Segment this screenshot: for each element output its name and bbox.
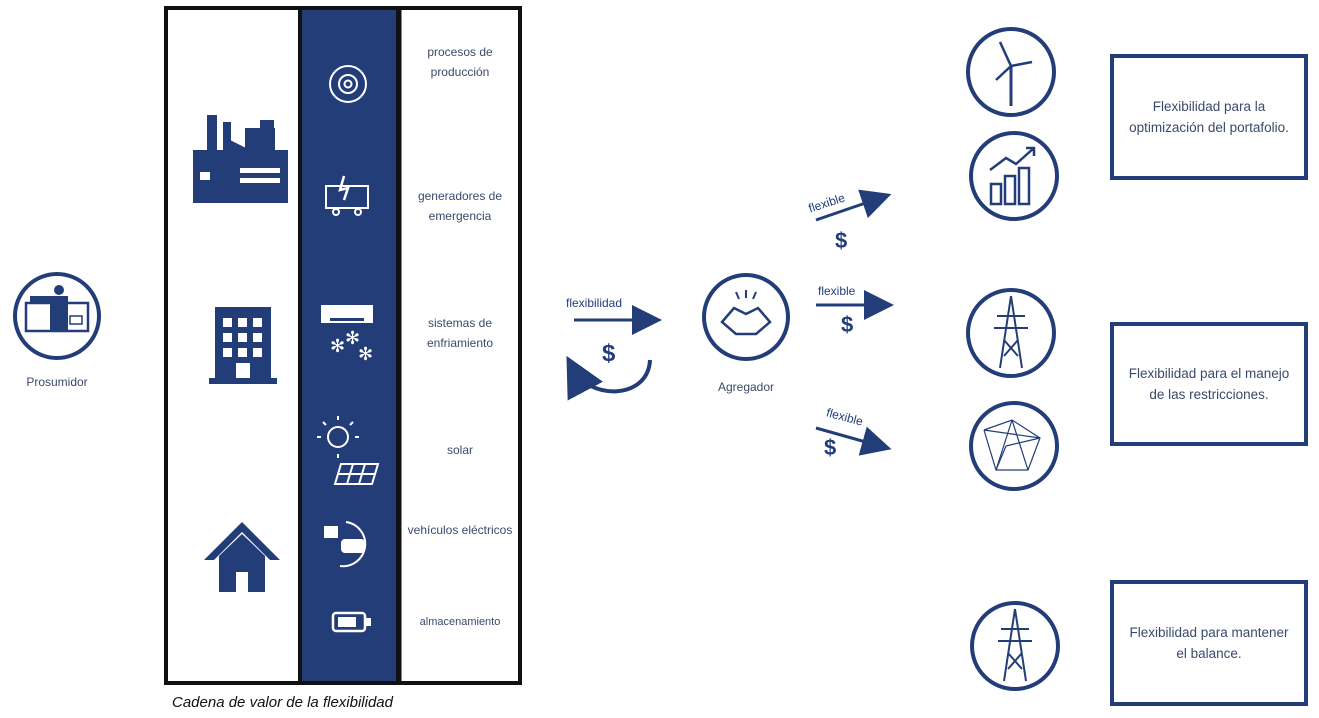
aggregator-label: Agregador: [717, 380, 775, 394]
value-chain-column: [298, 6, 400, 685]
network-mesh-icon: [969, 401, 1059, 491]
value-chain-item-5: almacenamiento: [419, 616, 501, 628]
office-building-icon: [209, 307, 277, 384]
growth-chart-icon: [969, 131, 1059, 221]
solar-panel-icon: [317, 416, 380, 485]
value-chain-item-4: vehículos eléctricos: [407, 523, 513, 537]
exchange-currency: $: [602, 340, 616, 367]
handshake-icon: [702, 273, 790, 361]
benefit-box-portfolio: Flexibilidad para la optimización del po…: [1110, 54, 1308, 180]
svg-text:✻: ✻: [330, 336, 345, 357]
transmission-tower-icon: [966, 288, 1056, 378]
svg-text:✻: ✻: [358, 344, 373, 365]
generator-icon: [325, 175, 369, 216]
output-currency-1: $: [841, 312, 854, 337]
prosumer-icon: [13, 272, 101, 360]
value-chain-item-3: solar: [446, 443, 473, 457]
gear-cycle-icon: [329, 65, 367, 103]
house-icon: [204, 522, 280, 592]
value-chain-caption: Cadena de valor de la flexibilidad: [172, 694, 393, 711]
svg-text:✻: ✻: [345, 328, 360, 349]
wind-turbine-icon: [966, 27, 1056, 117]
value-chain-item-0: procesos de producción: [427, 45, 493, 79]
value-chain-item-2: sistemas de enfriamiento: [426, 316, 494, 350]
battery-icon: [331, 611, 371, 633]
exchange-label: flexibilidad: [566, 296, 623, 310]
prosumer-label: Prosumidor: [26, 375, 88, 389]
factory-icon: [193, 115, 288, 203]
output-arrows: [815, 189, 894, 456]
transmission-tower-icon-2: [970, 601, 1060, 691]
value-chain-item-1: generadores de emergencia: [417, 189, 503, 223]
benefit-box-restrictions: Flexibilidad para el manejo de las restr…: [1110, 322, 1308, 446]
output-currency-0: $: [835, 228, 848, 253]
output-label-1: flexible: [818, 284, 856, 298]
benefit-box-balance: Flexibilidad para mantener el balance.: [1110, 580, 1308, 706]
flexibility-exchange: [566, 305, 662, 401]
air-conditioner-icon: ✻ ✻ ✻: [321, 305, 373, 365]
output-currency-2: $: [824, 435, 837, 460]
electric-car-icon: [324, 521, 367, 568]
